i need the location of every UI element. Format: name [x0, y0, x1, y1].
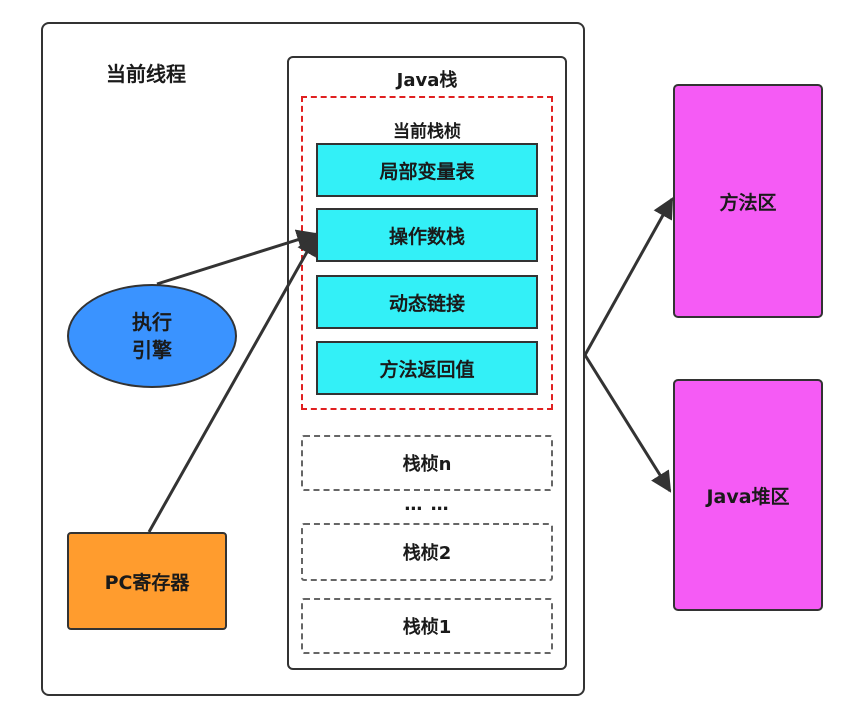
local-variable-table-box: 局部变量表 [316, 143, 538, 197]
operand-stack-box: 操作数栈 [316, 208, 538, 262]
pc-register-box: PC寄存器 [67, 532, 227, 630]
execution-engine-ellipse: 执行 引擎 [67, 284, 237, 388]
stack-frame-ellipsis: … … [404, 494, 450, 515]
stack-to-java-heap-arrow [583, 354, 672, 493]
stack-frame-2-box: 栈桢2 [301, 523, 553, 581]
method-area-box: 方法区 [673, 84, 823, 318]
stack-frame-1-box: 栈桢1 [301, 598, 553, 654]
engine-to-operand-stack-arrow [156, 229, 319, 286]
java-stack-label: Java栈 [396, 70, 458, 91]
stack-to-method-area-arrow [583, 197, 674, 356]
current-thread-label: 当前线程 [106, 62, 186, 86]
dynamic-linking-box: 动态链接 [316, 275, 538, 329]
stack-frame-n-box: 栈桢n [301, 435, 553, 491]
execution-engine-line2: 引擎 [132, 338, 172, 362]
return-address-box: 方法返回值 [316, 341, 538, 395]
pc-to-operand-stack-arrow [147, 234, 318, 533]
execution-engine-line1: 执行 [132, 310, 172, 334]
java-heap-box: Java堆区 [673, 379, 823, 611]
current-frame-label: 当前栈桢 [393, 122, 461, 142]
